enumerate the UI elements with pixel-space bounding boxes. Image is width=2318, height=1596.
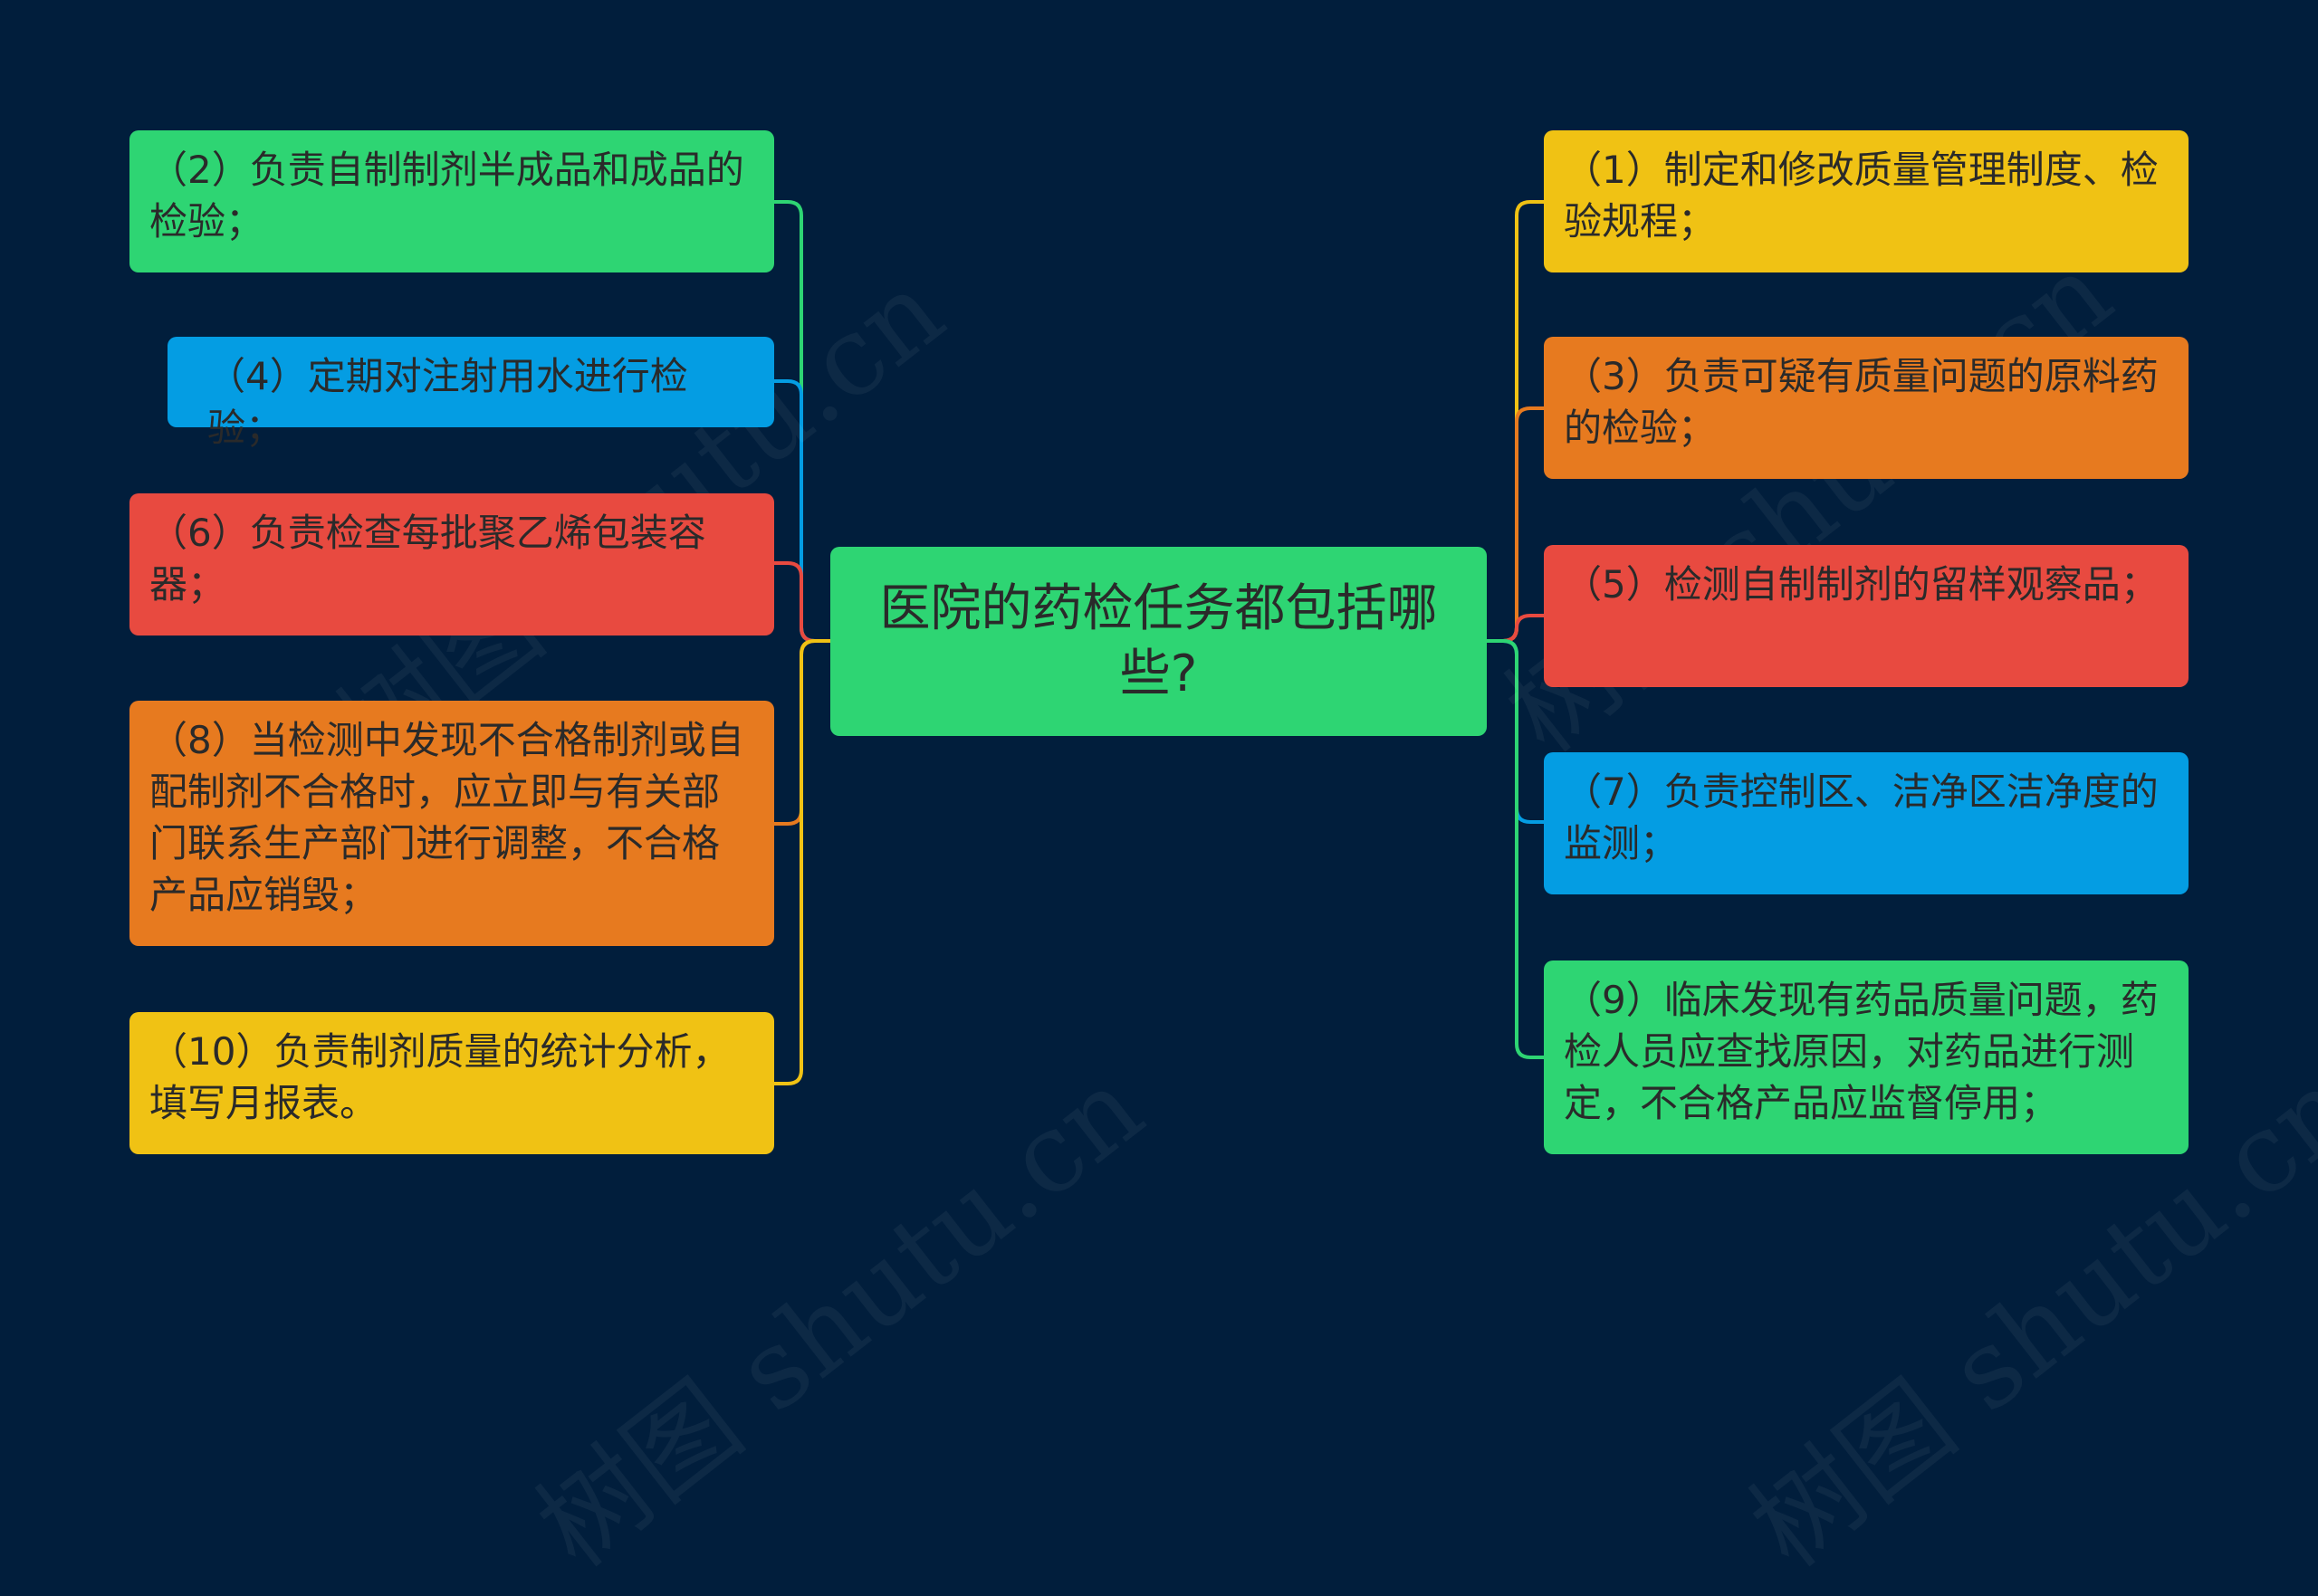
topic-node-2[interactable]: （2）负责自制制剂半成品和成品的检验； [129,130,774,272]
topic-node-3[interactable]: （3）负责可疑有质量问题的原料药的检验； [1544,337,2189,479]
topic-node-10[interactable]: （10）负责制剂质量的统计分析，填写月报表。 [129,1012,774,1154]
topic-node-6[interactable]: （6）负责检查每批聚乙烯包装容器； [129,493,774,636]
topic-label: （3）负责可疑有质量问题的原料药的检验； [1564,354,2159,450]
connector-lines [774,200,1544,1085]
connector-right-9 [1487,639,1544,1059]
topic-node-8[interactable]: （8）当检测中发现不合格制剂或自配制剂不合格时，应立即与有关部门联系生产部门进行… [129,701,774,946]
topic-label: （6）负责检查每批聚乙烯包装容器； [149,511,706,607]
topic-node-1[interactable]: （1）制定和修改质量管理制度、检验规程； [1544,130,2189,272]
central-topic[interactable]: 医院的药检任务都包括哪些? [830,547,1487,736]
topic-node-5[interactable]: （5）检测自制制剂的留样观察品； [1544,545,2189,687]
topic-label: （1）制定和修改质量管理制度、检验规程； [1564,148,2159,244]
topic-label: （9）临床发现有药品质量问题，药检人员应查找原因，对药品进行测定，不合格产品应监… [1564,978,2159,1125]
topic-label: （7）负责控制区、洁净区洁净度的监测； [1564,769,2159,865]
topic-node-9[interactable]: （9）临床发现有药品质量问题，药检人员应查找原因，对药品进行测定，不合格产品应监… [1544,960,2189,1154]
topic-label: （5）检测自制制剂的留样观察品； [1564,562,2159,607]
connector-left-6 [774,561,830,643]
topic-node-7[interactable]: （7）负责控制区、洁净区洁净度的监测； [1544,752,2189,894]
topic-label: （4）定期对注射用水进行检验； [207,354,688,450]
topic-label: （2）负责自制制剂半成品和成品的检验； [149,148,744,244]
topic-label: （8）当检测中发现不合格制剂或自配制剂不合格时，应立即与有关部门联系生产部门进行… [149,718,744,917]
connector-left-10 [774,639,830,1085]
topic-node-4[interactable]: （4）定期对注射用水进行检验； [168,337,774,450]
topic-label: （10）负责制剂质量的统计分析，填写月报表。 [149,1029,731,1125]
central-topic-label: 医院的药检任务都包括哪些? [879,578,1438,703]
